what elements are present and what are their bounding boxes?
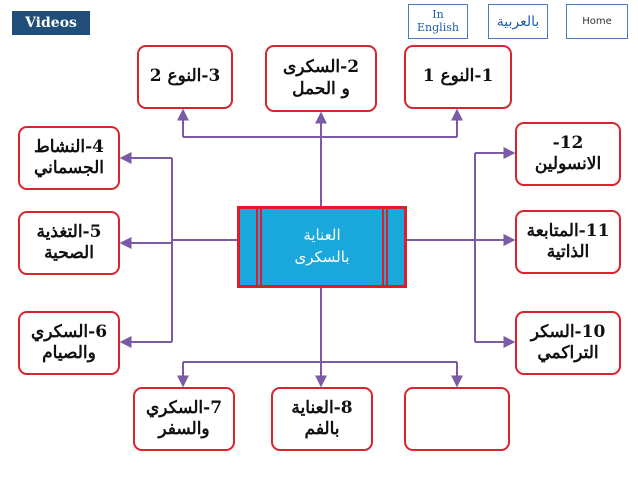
topic-7-diabetes-travel-button[interactable]: 7-السكري والسفر [133, 387, 235, 451]
topic-2-diabetes-pregnancy-button[interactable]: 2-السكرى و الحمل [265, 45, 377, 112]
topic-5-healthy-nutrition-button[interactable]: 5-التغذية الصحية [18, 211, 120, 275]
center-node-left-stripe [260, 209, 262, 285]
topic-12-insulin-button[interactable]: 12- الانسولين [515, 122, 621, 186]
videos-button[interactable]: Videos [12, 11, 90, 35]
topic-6-diabetes-fasting-button[interactable]: 6-السكري والصيام [18, 311, 120, 375]
center-node-right-stripe [382, 209, 384, 285]
topic-1-type-1-button[interactable]: 1-النوع 1 [404, 45, 512, 109]
center-node-left-stripe [256, 209, 258, 285]
arabic-button[interactable]: بالعربية [488, 4, 548, 39]
topic-4-physical-activity-button[interactable]: 4-النشاط الجسماني [18, 126, 120, 190]
topic-3-type-2-button[interactable]: 3-النوع 2 [137, 45, 233, 109]
center-node-label: العناية بالسكرى [294, 226, 350, 266]
topic-10-hba1c-button[interactable]: 10-السكر التراكمي [515, 311, 621, 375]
topic-8-oral-care-button[interactable]: 8-العناية بالفم [271, 387, 373, 451]
topic-11-self-monitoring-button[interactable]: 11-المتابعة الذاتية [515, 210, 621, 274]
english-button[interactable]: In English [408, 4, 468, 39]
home-button[interactable]: Home [566, 4, 628, 39]
topic-9-empty-button[interactable] [404, 387, 510, 451]
center-node-diabetes-care[interactable]: العناية بالسكرى [237, 206, 407, 288]
center-node-right-stripe [386, 209, 388, 285]
